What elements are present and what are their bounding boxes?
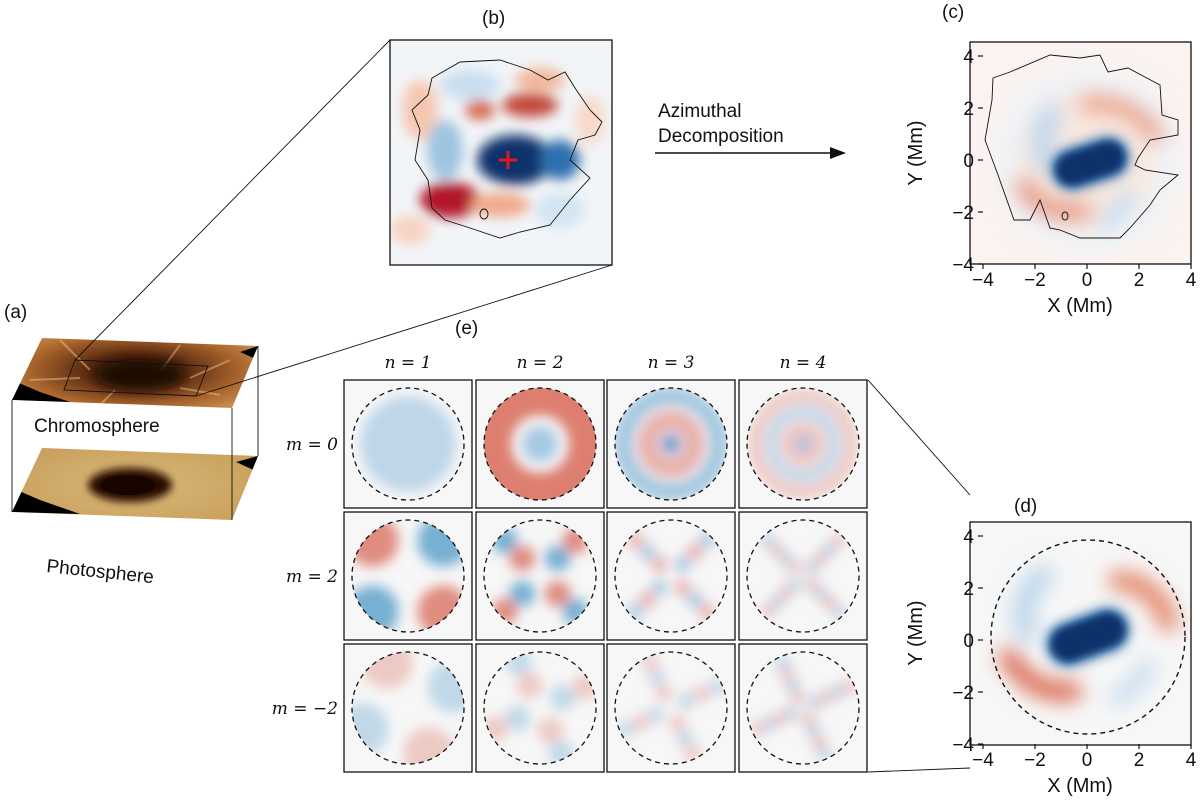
boundary-circle bbox=[990, 539, 1186, 735]
column-header: n = 1 bbox=[385, 353, 432, 373]
y-tick-label: 2 bbox=[963, 579, 974, 600]
arrow-label-line2: Decomposition bbox=[658, 126, 784, 147]
row-header: m = 2 bbox=[286, 567, 338, 587]
boundary-circle bbox=[483, 519, 597, 633]
mode-cell bbox=[343, 379, 473, 509]
x-tick-label: 2 bbox=[1134, 750, 1145, 771]
boundary-circle bbox=[746, 651, 860, 765]
panel-c: (c) −4 4 −2 2 0 0 2 −2 4 −4 X (Mm) Y (Mm) bbox=[905, 2, 1197, 317]
column-header: n = 3 bbox=[648, 353, 695, 373]
velocity-map-reconstructed bbox=[970, 42, 1191, 264]
x-tick-label: 0 bbox=[1082, 270, 1093, 291]
x-tick-label: −4 bbox=[972, 750, 994, 771]
column-header: n = 4 bbox=[780, 353, 827, 373]
boundary-circle bbox=[483, 651, 597, 765]
boundary-circle bbox=[483, 387, 597, 501]
mode-cell bbox=[606, 379, 736, 509]
row-header: m = −2 bbox=[272, 699, 338, 719]
velocity-map-selected-modes bbox=[970, 522, 1191, 745]
panel-d-label: (d) bbox=[1014, 496, 1037, 517]
y-tick-label: 0 bbox=[963, 151, 974, 172]
slab-connectors bbox=[11, 39, 613, 520]
x-tick-label: 4 bbox=[1186, 750, 1197, 771]
mode-cell bbox=[738, 643, 868, 773]
x-tick-label: 2 bbox=[1134, 270, 1145, 291]
mode-cell bbox=[606, 511, 736, 641]
x-tick-label: 4 bbox=[1186, 270, 1197, 291]
panel-c-label: (c) bbox=[942, 2, 964, 23]
velocity-map-observed bbox=[390, 40, 612, 265]
photosphere-label: Photosphere bbox=[45, 556, 154, 588]
panel-e-label: (e) bbox=[455, 318, 478, 339]
boundary-circle bbox=[614, 387, 728, 501]
mode-cell bbox=[606, 643, 736, 773]
mode-cell bbox=[475, 511, 605, 641]
panel-b: (b) bbox=[389, 8, 613, 266]
chromosphere-label: Chromosphere bbox=[34, 416, 160, 437]
panel-a-label: (a) bbox=[4, 302, 27, 323]
mode-cell bbox=[343, 643, 473, 773]
y-tick-label: 4 bbox=[963, 47, 974, 68]
x-tick-label: −2 bbox=[1024, 750, 1046, 771]
arrow-head-icon bbox=[830, 147, 846, 159]
mode-cell bbox=[475, 643, 605, 773]
y-tick-label: −4 bbox=[952, 735, 974, 756]
boundary-circle bbox=[746, 519, 860, 633]
panel-d-axes: −4 4 −2 2 0 0 2 −2 4 −4 bbox=[952, 527, 1196, 771]
y-tick-label: −2 bbox=[952, 203, 974, 224]
row-header: m = 0 bbox=[286, 435, 338, 455]
y-tick-label: −2 bbox=[952, 683, 974, 704]
boundary-circle bbox=[351, 387, 465, 501]
boundary-circle bbox=[614, 651, 728, 765]
panel-c-axes: −4 4 −2 2 0 0 2 −2 4 −4 bbox=[952, 47, 1196, 291]
panel-c-ylabel: Y (Mm) bbox=[905, 120, 927, 185]
panel-e: (e) n = 1 n = 2 n = 3 n = 4 m = 0 m = 2 m = −2 bbox=[272, 318, 971, 773]
arrow-label-line1: Azimuthal bbox=[658, 101, 741, 122]
mode-grid: n = 1 n = 2 n = 3 n = 4 m = 0 m = 2 m = −2 bbox=[272, 353, 868, 773]
column-header: n = 2 bbox=[517, 353, 564, 373]
photosphere-image bbox=[12, 448, 258, 520]
y-tick-label: −4 bbox=[952, 255, 974, 276]
x-tick-label: 0 bbox=[1082, 750, 1093, 771]
x-tick-label: −2 bbox=[1024, 270, 1046, 291]
y-tick-label: 0 bbox=[963, 631, 974, 652]
y-tick-label: 2 bbox=[963, 99, 974, 120]
boundary-circle bbox=[351, 519, 465, 633]
panel-c-xlabel: X (Mm) bbox=[1047, 295, 1113, 317]
mode-cell bbox=[738, 511, 868, 641]
chromosphere-image bbox=[12, 338, 258, 408]
mode-cell bbox=[738, 379, 868, 509]
azimuthal-decomposition-arrow: Azimuthal Decomposition bbox=[655, 101, 846, 159]
panel-b-label: (b) bbox=[482, 8, 505, 29]
y-tick-label: 4 bbox=[963, 527, 974, 548]
boundary-circle bbox=[746, 387, 860, 501]
boundary-circle bbox=[614, 519, 728, 633]
x-tick-label: −4 bbox=[972, 270, 994, 291]
mode-cell bbox=[475, 379, 605, 509]
panel-d-xlabel: X (Mm) bbox=[1047, 775, 1113, 797]
panel-d-ylabel: Y (Mm) bbox=[905, 600, 927, 665]
mode-cell bbox=[343, 511, 473, 641]
boundary-circle bbox=[351, 651, 465, 765]
panel-a: (a) bbox=[4, 39, 613, 588]
center-cross-marker bbox=[499, 151, 517, 169]
panel-d: (d) −4 4 −2 2 0 0 2 −2 4 −4 X (Mm) Y (Mm) bbox=[905, 496, 1197, 797]
